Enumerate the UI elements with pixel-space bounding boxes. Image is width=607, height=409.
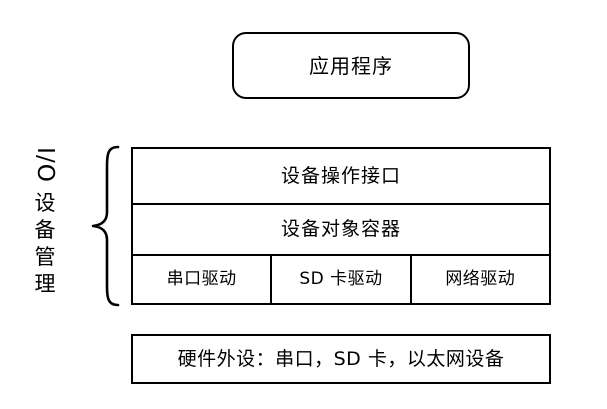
device-operation-interface-label: 设备操作接口 [280,164,401,187]
sd-card-driver-cell: SD 卡驱动 [272,256,412,303]
io-device-management-label: I/O 设 备 管 理 [28,142,62,308]
serial-driver-cell: 串口驱动 [133,256,273,303]
left-curly-brace-icon [88,144,122,308]
hardware-peripherals-box: 硬件外设：串口，SD 卡，以太网设备 [131,334,551,384]
io-label-char-3: 管 [34,245,56,269]
io-label-char-1: 设 [34,191,56,215]
sd-card-driver-label: SD 卡驱动 [299,269,383,289]
drivers-row: 串口驱动 SD 卡驱动 网络驱动 [133,256,549,303]
io-label-char-2: 备 [34,218,56,242]
application-box-label: 应用程序 [309,53,393,78]
io-label-cjk-stack: 设 备 管 理 [35,190,56,298]
serial-driver-label: 串口驱动 [166,269,237,289]
driver-cell-group: 串口驱动 SD 卡驱动 网络驱动 [133,256,549,303]
io-label-char-4: 理 [34,272,56,296]
application-box: 应用程序 [232,32,470,99]
device-object-container-row: 设备对象容器 [133,205,549,256]
network-driver-cell: 网络驱动 [412,256,549,303]
io-text: I/O [32,147,59,183]
device-operation-interface-row: 设备操作接口 [133,149,549,205]
network-driver-label: 网络驱动 [445,269,516,289]
device-object-container-label: 设备对象容器 [280,218,401,240]
io-stack: 设备操作接口 设备对象容器 串口驱动 SD 卡驱动 网络驱动 [131,147,551,305]
hardware-peripherals-label: 硬件外设：串口，SD 卡，以太网设备 [177,347,505,370]
